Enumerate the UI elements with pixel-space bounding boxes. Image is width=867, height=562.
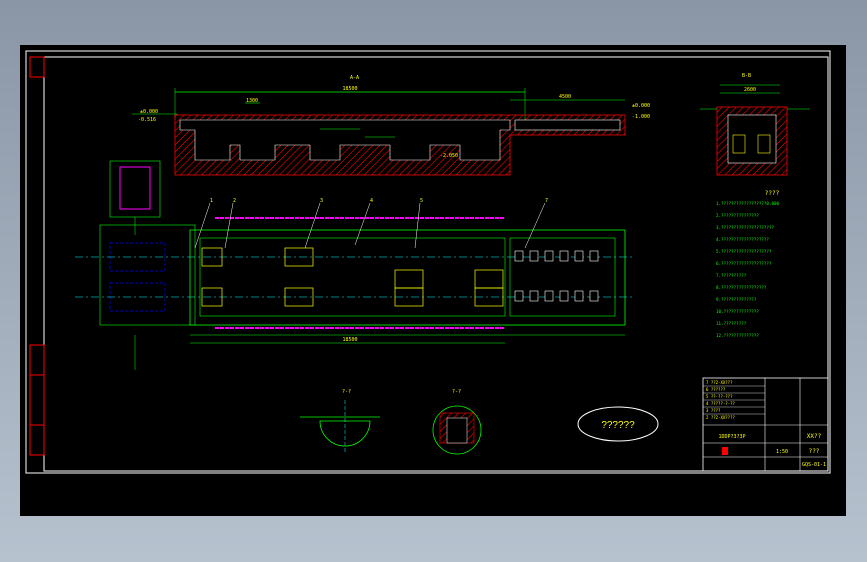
section-b-label: B-B: [742, 73, 751, 79]
note-10: 10.??????????????: [716, 309, 759, 314]
section-d-label: ?-?: [452, 389, 461, 395]
callout-1: 1: [210, 198, 213, 204]
note-9: 9.??????????????: [716, 297, 757, 302]
elev-e2: -1.000: [632, 114, 650, 120]
tb-row-2: 6 ??????: [706, 387, 726, 392]
note-3: 3.?????????????????????: [716, 225, 774, 230]
stamp-text: ??????: [601, 420, 635, 431]
note-1: 1.??????????????????0.000: [716, 201, 780, 206]
tb-row-1: 7 ??2-XX???: [706, 380, 733, 385]
tb-row-3: 5 ??-??-???: [706, 394, 733, 399]
callout-2: 2: [233, 198, 236, 204]
note-4: 4.???????????????????: [716, 237, 769, 242]
tb-title: ???: [809, 448, 820, 455]
tb-row-5: 3 ????: [706, 408, 721, 413]
margin-stamp: [29, 56, 45, 78]
dim-total-top: 18500: [342, 86, 357, 92]
callout-5: 5: [420, 198, 423, 204]
tb-row-4: 4 ?????-?-??: [706, 401, 735, 406]
tb-row-6: 2 ??2-XX????: [706, 415, 735, 420]
drawing-border: [43, 56, 829, 472]
callout-4: 4: [370, 198, 373, 204]
callout-3: 3: [320, 198, 323, 204]
note-5: 5.????????????????????: [716, 249, 772, 254]
tb-unit-label: 1DDP?3?3P: [718, 434, 745, 440]
notes-heading: ????: [765, 190, 780, 197]
dim-width: 2600: [744, 87, 756, 93]
drawing-frame: [25, 50, 831, 474]
elev-top-left: ±0.000: [140, 109, 158, 115]
plan-view: 1 2 3 4 5 7 18500: [75, 160, 635, 370]
note-7: 7.??????????: [716, 273, 747, 278]
section-b-b: B-B 2600: [700, 73, 810, 176]
stamp-ellipse: [577, 406, 659, 442]
notes-block: ???? 1.??????????????????0.000 2.???????…: [716, 190, 780, 338]
note-12: 12.??????????????: [716, 333, 759, 338]
callout-7: 7: [545, 198, 548, 204]
pipe-box: [119, 166, 151, 210]
tb-scale: 1:50: [776, 449, 788, 455]
detail-c: ?-?: [300, 389, 380, 453]
trench-void: [179, 119, 511, 161]
tb-drawing-no: GQS-01-1: [802, 462, 826, 468]
elev-e1: -0.516: [138, 117, 156, 123]
cad-viewport[interactable]: A-A 18500 1300 4500 ±0.000 -0.516 ±0.000…: [20, 45, 846, 516]
note-6: 6.????????????????????: [716, 261, 772, 266]
dim-side: 4500: [559, 94, 571, 100]
detail-d: ?-?: [432, 389, 482, 455]
note-2: 2.???????????????: [716, 213, 759, 218]
note-8: 8.??????????????????: [716, 285, 767, 290]
cad-drawing: A-A 18500 1300 4500 ±0.000 -0.516 ±0.000…: [25, 50, 831, 474]
title-block: 7 ??2-XX??? 6 ?????? 5 ??-??-??? 4 ?????…: [702, 377, 829, 472]
tb-marker: [722, 447, 728, 455]
section-a-label: A-A: [350, 75, 359, 81]
dim-left: 1300: [246, 98, 258, 104]
margin-stamp-lower: [29, 344, 45, 456]
tb-company: XX??: [807, 433, 822, 440]
dim-total-bottom: 18500: [342, 337, 357, 343]
section-c-label: ?-?: [342, 389, 351, 395]
elev-top-right: ±0.000: [632, 103, 650, 109]
section-a-a: A-A 18500 1300 4500 ±0.000 -0.516 ±0.000…: [132, 75, 650, 176]
elev-e3: -2.050: [440, 153, 458, 159]
note-11: 11.?????????: [716, 321, 747, 326]
